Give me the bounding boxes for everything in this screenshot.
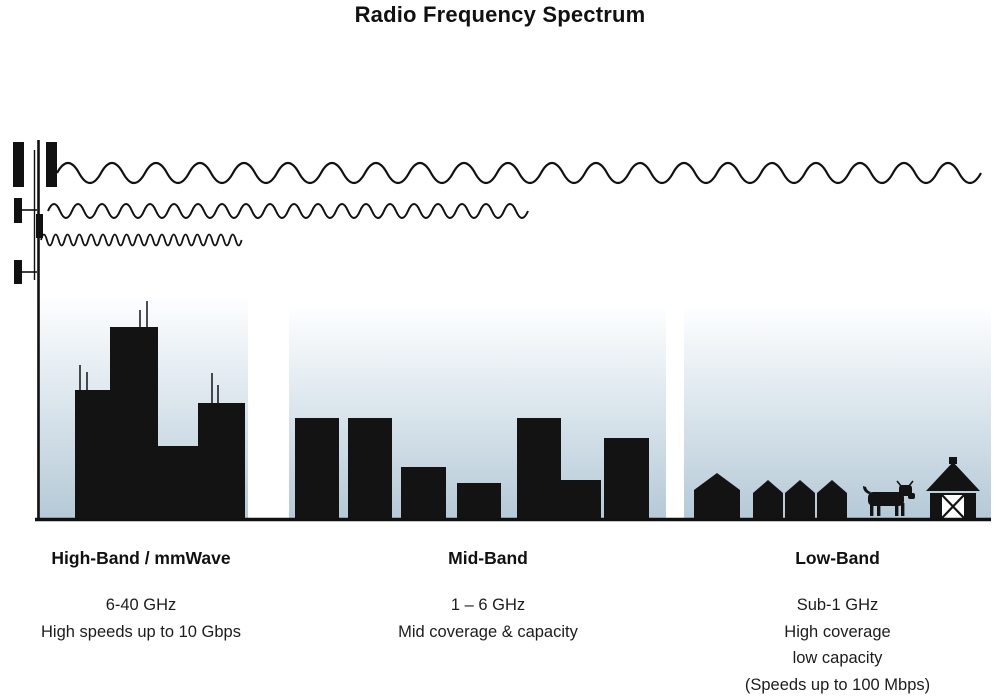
band-name: Low-Band xyxy=(795,548,880,568)
barn-icon xyxy=(926,457,980,519)
building xyxy=(198,403,245,519)
band-desc: Mid coverage & capacity xyxy=(398,622,578,641)
lowband-label-group: Low-Band Sub-1 GHz High coverage low cap… xyxy=(690,548,985,698)
rural-scene xyxy=(694,457,980,519)
band-name: High-Band / mmWave xyxy=(51,548,231,568)
cell-tower-icon xyxy=(13,140,57,519)
band-name: Mid-Band xyxy=(448,548,528,568)
building xyxy=(604,438,649,519)
short-wavelength-wave xyxy=(40,233,243,247)
antenna-panel xyxy=(13,142,24,187)
band-frequency: 1 – 6 GHz xyxy=(450,596,526,614)
band-desc: (Speeds up to 100 Mbps) xyxy=(744,675,931,694)
building xyxy=(348,418,392,519)
band-desc: High speeds up to 10 Gbps xyxy=(41,622,241,641)
house-icon xyxy=(785,480,815,518)
building xyxy=(295,418,339,519)
long-wavelength-wave xyxy=(56,161,982,185)
medium-wavelength-wave xyxy=(47,203,529,219)
antenna-panel xyxy=(14,198,22,223)
building xyxy=(517,418,561,519)
antenna-panel xyxy=(46,142,57,187)
house-icon xyxy=(694,473,740,518)
diagram-title: Radio Frequency Spectrum xyxy=(354,2,646,27)
band-frequency: 6-40 GHz xyxy=(105,596,177,614)
midband-label-group: Mid-Band 1 – 6 GHz Mid coverage & capaci… xyxy=(358,548,618,645)
house-icon xyxy=(817,480,847,518)
antenna-panel xyxy=(36,214,43,238)
building xyxy=(457,483,501,519)
building xyxy=(110,327,158,519)
building xyxy=(158,446,198,519)
house-icon xyxy=(753,480,783,518)
building xyxy=(561,480,601,519)
building xyxy=(401,467,446,519)
city-skyline xyxy=(75,301,245,519)
building xyxy=(75,390,110,519)
antenna-panel xyxy=(14,260,22,284)
band-frequency: Sub-1 GHz xyxy=(796,596,879,614)
highband-label-group: High-Band / mmWave 6-40 GHz High speeds … xyxy=(16,548,266,645)
suburb-skyline xyxy=(295,418,649,519)
cow-icon xyxy=(863,480,915,516)
band-desc: High coverage xyxy=(784,622,891,641)
band-desc: low capacity xyxy=(792,649,883,667)
